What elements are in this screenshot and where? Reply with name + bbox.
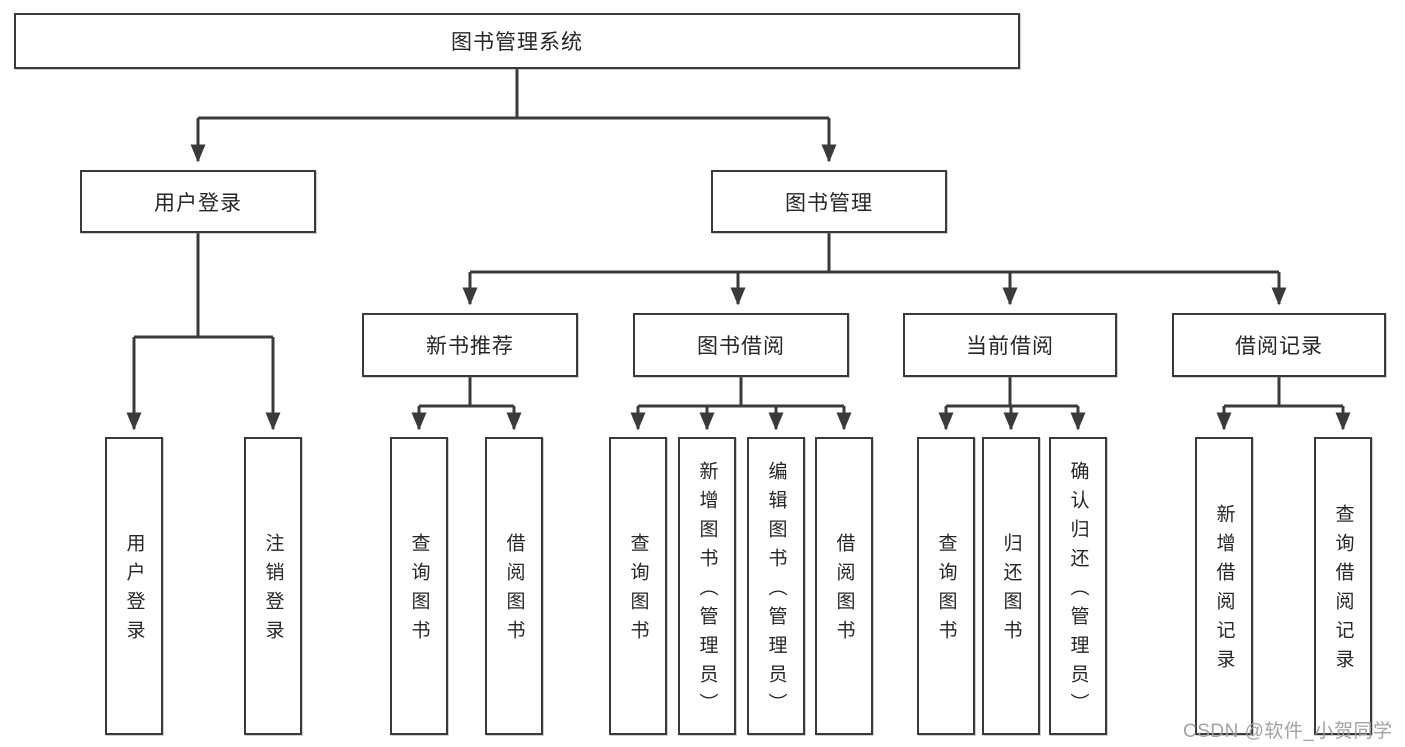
connector-user-login: [126, 233, 281, 431]
connector-borrow-records: [1216, 377, 1351, 431]
connector-current-borrow: [938, 377, 1086, 431]
leaf-edit-book-admin: 编辑图书（管理员）: [747, 437, 805, 735]
leaf-label: 编辑图书（管理员）: [765, 460, 787, 722]
connector-book-borrow: [630, 377, 852, 431]
leaf-logout: 注销登录: [244, 437, 302, 735]
node-book-borrow: 图书借阅: [633, 313, 849, 377]
leaf-label: 新增借阅记录: [1213, 504, 1235, 678]
csdn-watermark: CSDN @软件_小贺同学: [1183, 721, 1393, 742]
node-borrow-records: 借阅记录: [1172, 313, 1386, 377]
leaf-return-book: 归还图书: [982, 437, 1040, 735]
leaf-confirm-return-admin: 确认归还（管理员）: [1049, 437, 1107, 735]
leaf-add-book-admin: 新增图书（管理员）: [678, 437, 736, 735]
connector-book-management: [462, 233, 1287, 306]
leaf-label: 借阅图书: [833, 533, 855, 649]
leaf-query-borrow-record: 查询借阅记录: [1314, 437, 1372, 735]
leaf-label: 注销登录: [262, 533, 284, 649]
leaf-label: 查询图书: [935, 533, 957, 649]
leaf-label: 新增图书（管理员）: [696, 460, 718, 722]
leaf-query-books-current: 查询图书: [917, 437, 975, 735]
leaf-borrow-books-recommend: 借阅图书: [485, 437, 543, 735]
leaf-borrow-books: 借阅图书: [815, 437, 873, 735]
leaf-label: 查询借阅记录: [1332, 504, 1354, 678]
node-root: 图书管理系统: [14, 13, 1020, 69]
leaf-label: 用户登录: [123, 533, 145, 649]
leaf-add-borrow-record: 新增借阅记录: [1195, 437, 1253, 735]
connector-new-book: [411, 377, 522, 431]
leaf-query-books-borrow: 查询图书: [609, 437, 667, 735]
leaf-query-books-recommend: 查询图书: [390, 437, 448, 735]
node-book-management: 图书管理: [711, 170, 947, 233]
leaf-label: 归还图书: [1000, 533, 1022, 649]
node-new-book-recommend: 新书推荐: [362, 313, 578, 377]
leaf-user-login: 用户登录: [105, 437, 163, 735]
connector-root: [190, 69, 837, 163]
leaf-label: 借阅图书: [503, 533, 525, 649]
leaf-label: 确认归还（管理员）: [1067, 460, 1089, 722]
leaf-label: 查询图书: [408, 533, 430, 649]
node-current-borrow: 当前借阅: [903, 313, 1117, 377]
node-user-login: 用户登录: [80, 170, 316, 233]
leaf-label: 查询图书: [627, 533, 649, 649]
